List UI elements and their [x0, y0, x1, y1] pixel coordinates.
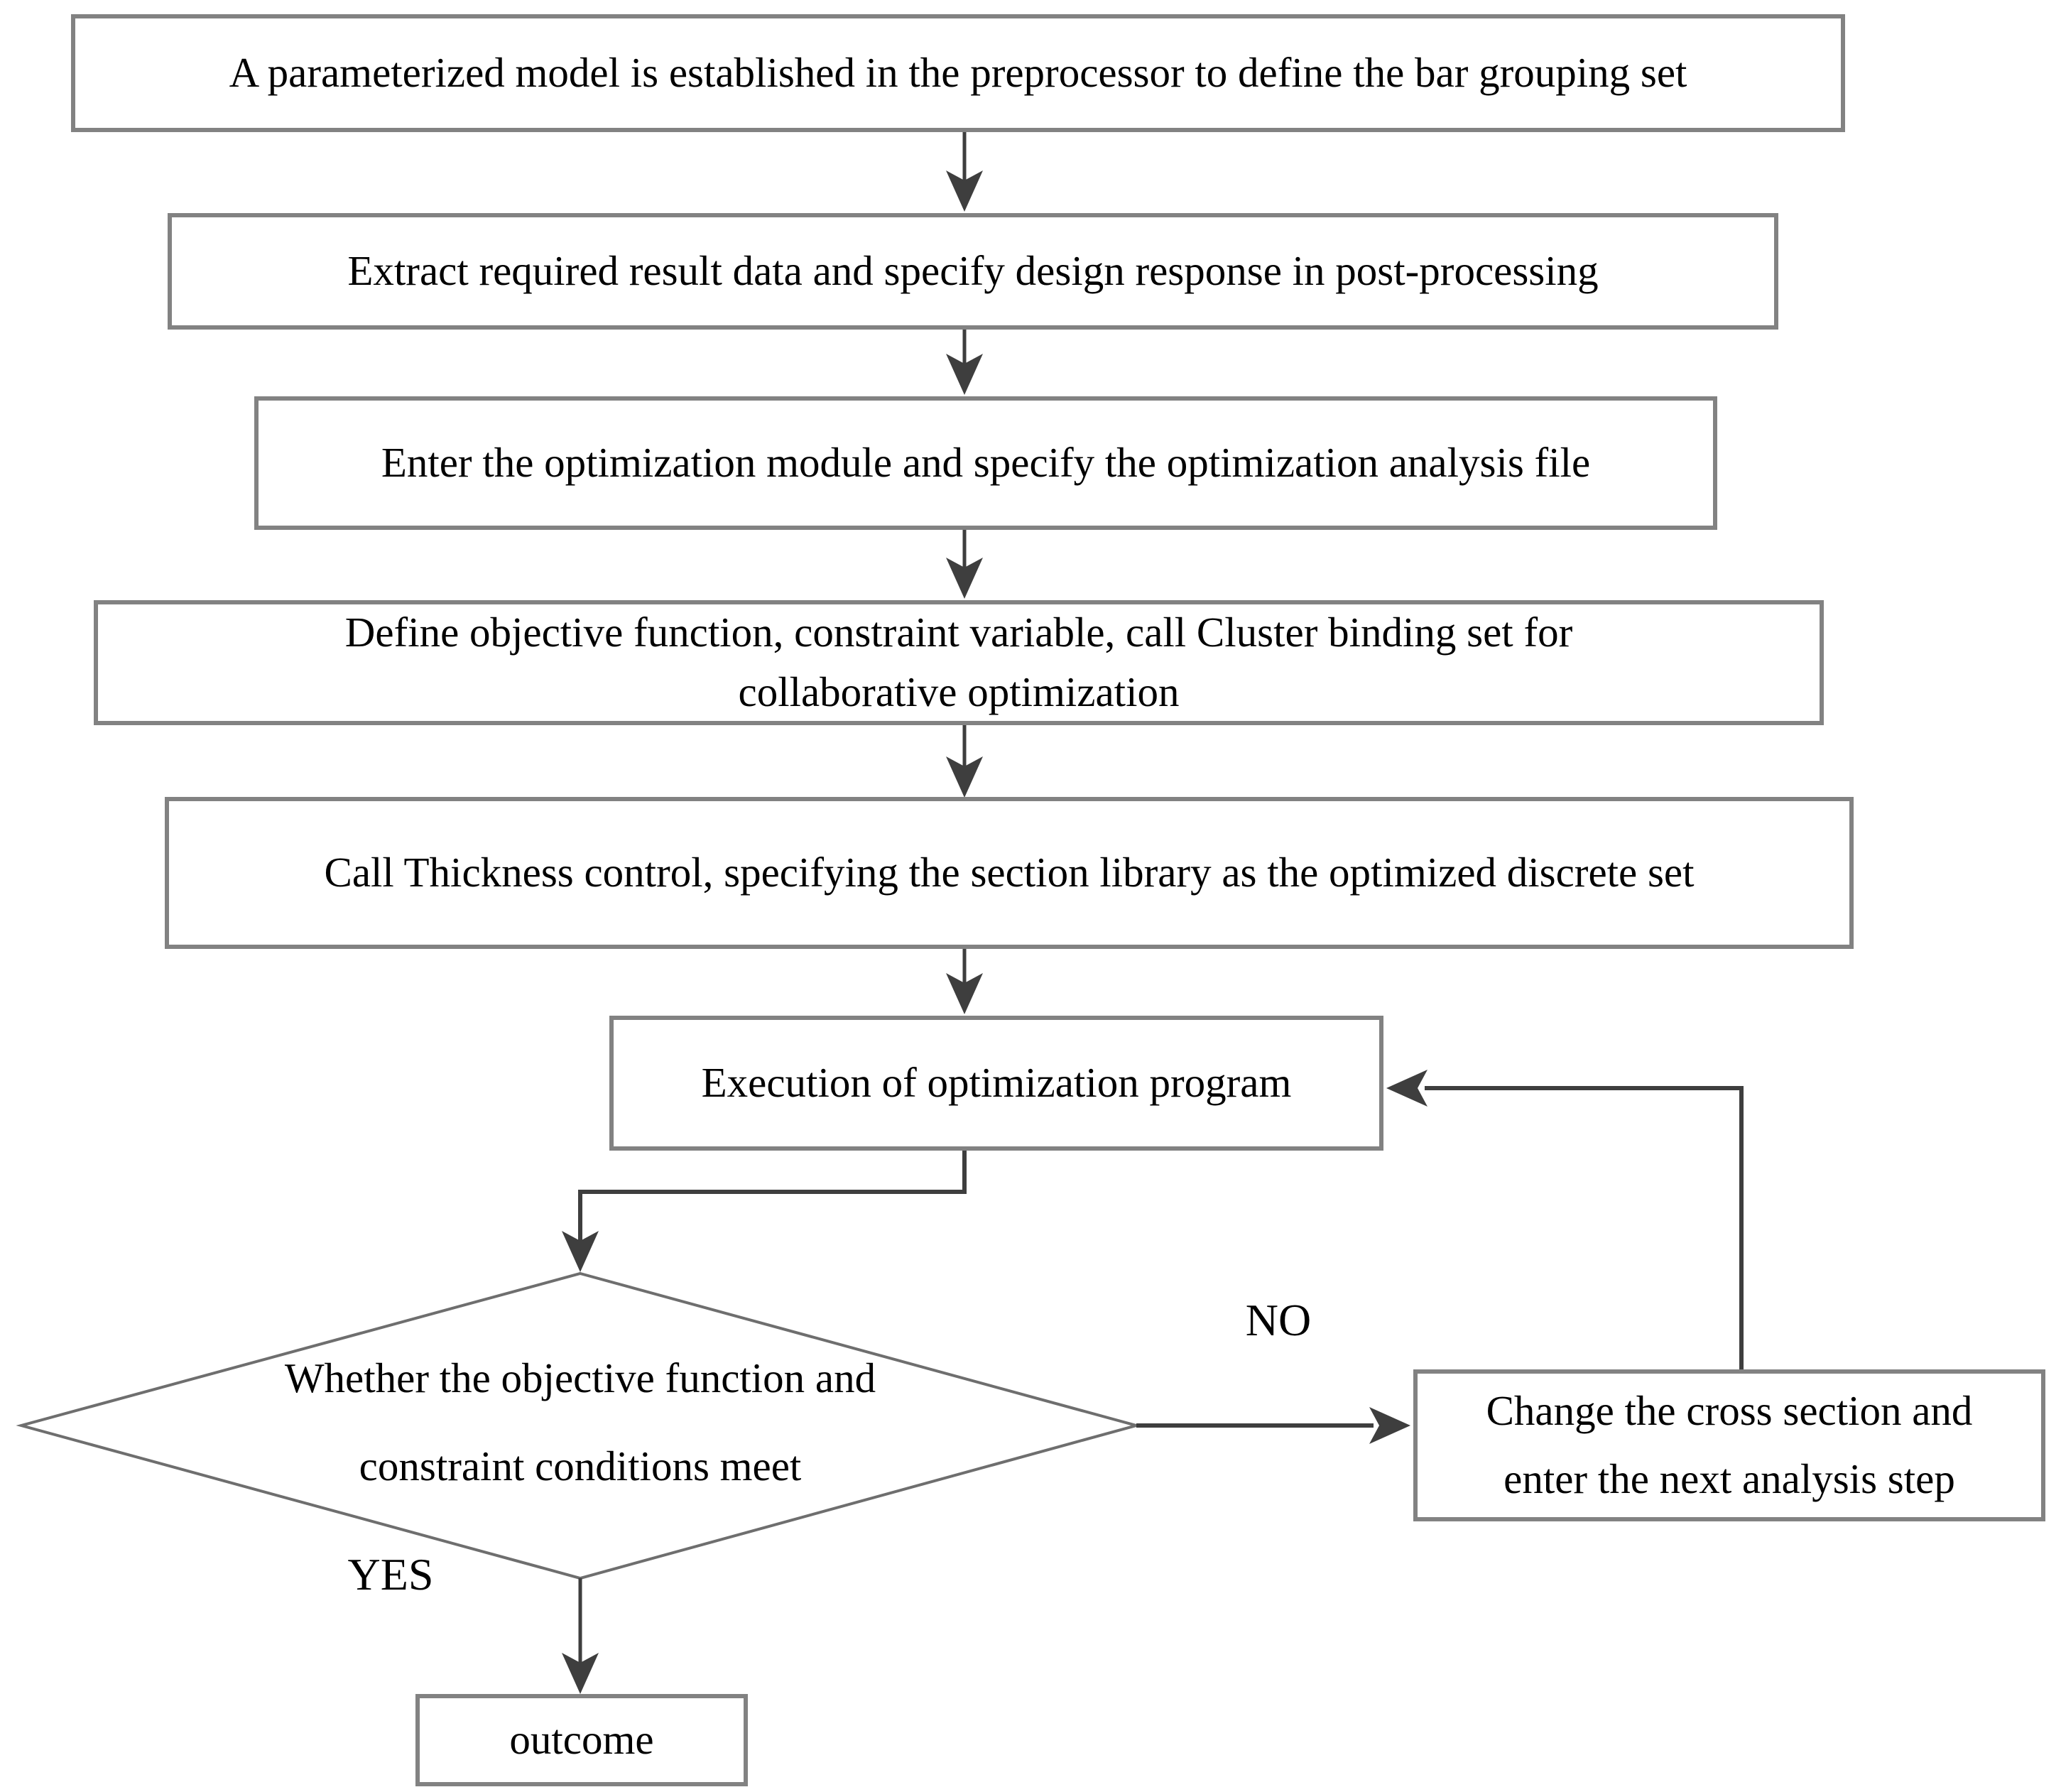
process-step-4-label-line2: collaborative optimization [738, 668, 1180, 715]
edge-step7-step6-arrowhead [1386, 1070, 1428, 1107]
edge-step2-step3-arrowhead [946, 354, 983, 395]
edge-step3-step4-arrowhead [946, 558, 983, 599]
process-step-2-label: Extract required result data and specify… [347, 247, 1599, 295]
edge-decision-step8-arrowhead [562, 1653, 599, 1694]
process-step-8-outcome: outcome [415, 1694, 748, 1786]
label-yes: YES [347, 1549, 434, 1600]
edge-step6-decision-arrowhead [562, 1231, 599, 1272]
edge-step4-step5-arrowhead [946, 756, 983, 798]
edge-step1-step2-arrowhead [946, 170, 983, 212]
edge-step6-decision-line [578, 1149, 967, 1242]
process-step-5-label: Call Thickness control, specifying the s… [324, 849, 1695, 896]
decision-label-line2: constraint conditions meet [359, 1443, 802, 1489]
process-step-6-execution: Execution of optimization program [609, 1016, 1383, 1151]
process-step-3-label: Enter the optimization module and specif… [381, 439, 1591, 487]
process-step-5: Call Thickness control, specifying the s… [165, 797, 1854, 949]
process-step-7-label-line2: enter the next analysis step [1503, 1455, 1955, 1502]
process-step-4-label-line1: Define objective function, constraint va… [344, 609, 1573, 656]
decision-node: Whether the objective function and const… [154, 1320, 1006, 1526]
label-no: NO [1245, 1295, 1312, 1345]
edge-step5-step6-arrowhead [946, 973, 983, 1014]
process-step-3: Enter the optimization module and specif… [254, 396, 1717, 530]
edge-step7-step6-line [1425, 1086, 1744, 1369]
edge-decision-step7-arrowhead [1369, 1407, 1410, 1444]
process-step-7-change-cross-section: Change the cross section and enter the n… [1413, 1369, 2045, 1521]
process-step-4: Define objective function, constraint va… [94, 600, 1824, 725]
process-step-2: Extract required result data and specify… [168, 213, 1778, 330]
process-step-6-label: Execution of optimization program [701, 1059, 1292, 1107]
process-step-8-label: outcome [509, 1716, 654, 1764]
process-step-1: A parameterized model is established in … [71, 14, 1845, 132]
process-step-1-label: A parameterized model is established in … [229, 49, 1687, 97]
decision-label-line1: Whether the objective function and [284, 1354, 876, 1402]
process-step-7-label-line1: Change the cross section and [1486, 1387, 1973, 1435]
